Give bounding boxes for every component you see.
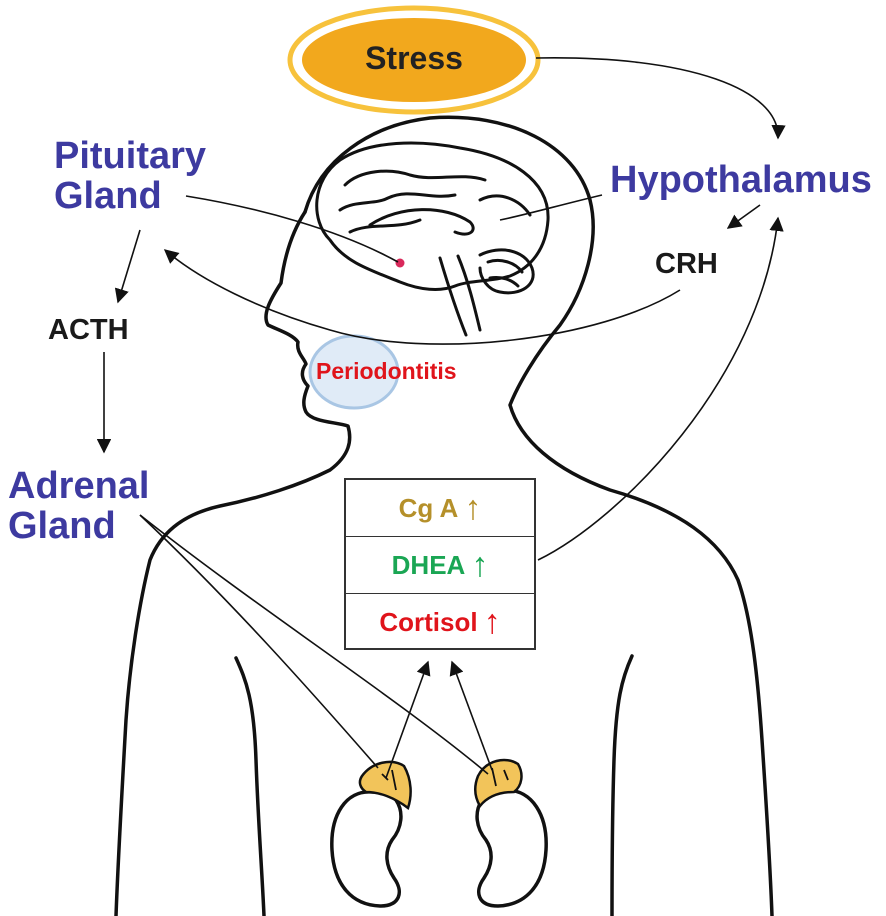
line-pituitary-label-to-gland <box>185 195 399 263</box>
adrenal-gland-label: Adrenal Gland <box>8 466 149 546</box>
right-kidney <box>475 788 548 908</box>
brain-gyri-3 <box>348 218 422 234</box>
marker-row-cga: Cg A ↑ <box>346 480 534 537</box>
marker-row-cortisol: Cortisol ↑ <box>346 594 534 650</box>
arrow-crh-to-pituitary <box>163 249 681 345</box>
adrenal-line-2: Gland <box>8 505 116 547</box>
head-front-outline <box>114 210 352 916</box>
brain-gyri-2 <box>338 192 457 212</box>
line-hypothalamus-label-to-brain <box>499 194 603 221</box>
marker-name: Cortisol <box>379 606 478 637</box>
marker-name: Cg A <box>398 492 459 523</box>
left-adrenal-detail <box>381 769 397 791</box>
arrow-left-gland-to-box <box>385 660 431 779</box>
brainstem <box>438 254 482 337</box>
brain-gyri-4 <box>478 194 532 217</box>
arrow-right-gland-to-box <box>449 660 493 771</box>
cerebellum <box>478 248 535 295</box>
up-arrow-icon: ↑ <box>464 489 482 527</box>
connector-arrows <box>96 57 786 779</box>
right-arm-inner <box>610 654 634 916</box>
brain-gyri-1 <box>343 169 487 187</box>
left-arm-inner <box>234 656 266 916</box>
pituitary-line-2: Gland <box>54 175 162 217</box>
biomarker-table: Cg A ↑ DHEA ↑ Cortisol ↑ <box>344 478 536 650</box>
up-arrow-icon: ↑ <box>483 603 501 641</box>
up-arrow-icon: ↑ <box>471 546 489 584</box>
right-adrenal-gland <box>474 758 523 809</box>
arrow-pituitary-to-acth <box>114 229 141 304</box>
stress-outer-ring <box>287 5 541 115</box>
head-back-outline <box>303 115 774 916</box>
arrow-hypothalamus-to-crh <box>726 204 761 229</box>
arrow-dhea-to-hypothalamus <box>537 216 784 561</box>
pituitary-gland-label: Pituitary Gland <box>54 136 206 216</box>
crh-label: CRH <box>655 248 718 280</box>
corpus-callosum <box>368 208 475 236</box>
line-adrenal-to-right-gland <box>139 514 489 775</box>
pituitary-dot <box>395 258 405 268</box>
stress-ellipse <box>302 18 526 102</box>
marker-row-dhea: DHEA ↑ <box>346 537 534 594</box>
periodontitis-label: Periodontitis <box>316 358 457 384</box>
pituitary-line-1: Pituitary <box>54 135 207 177</box>
stress-label: Stress <box>365 40 463 76</box>
left-adrenal-gland <box>358 760 412 811</box>
brain-outline <box>315 141 550 291</box>
body-silhouette <box>114 115 774 916</box>
marker-name: DHEA <box>391 549 466 580</box>
acth-label: ACTH <box>48 314 129 346</box>
brain-drawing <box>315 141 550 337</box>
left-kidney <box>330 790 403 908</box>
line-adrenal-to-left-gland <box>139 514 379 769</box>
adrenal-line-1: Adrenal <box>8 465 150 507</box>
hypothalamus-label: Hypothalamus <box>610 159 872 201</box>
arrow-stress-to-hypothalamus <box>535 57 786 140</box>
right-adrenal-detail <box>491 767 509 787</box>
